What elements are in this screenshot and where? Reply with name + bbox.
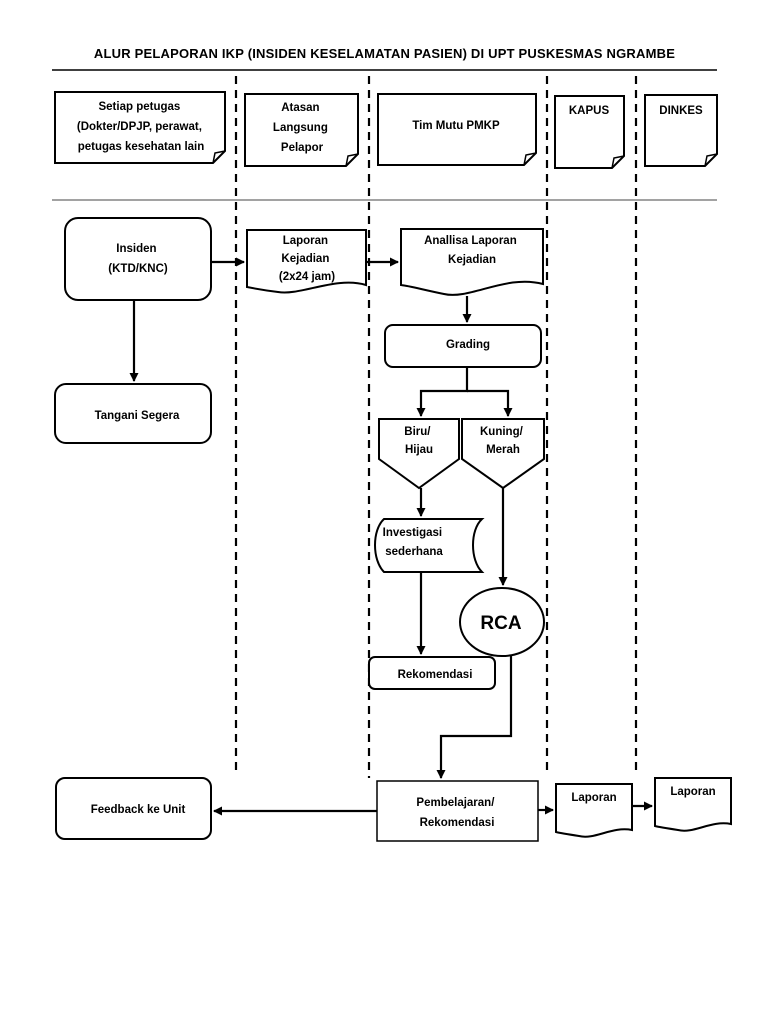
lane-petugas-line-1: Setiap petugas <box>98 101 180 113</box>
node-rekomendasi: Rekomendasi <box>368 656 496 690</box>
lane-header-dinkes: DINKES <box>644 94 718 167</box>
node-analisa-laporan: Anallisa Laporan Kejadian <box>400 228 544 296</box>
lane-atasan-line-1: Atasan <box>281 102 319 114</box>
svg-text:KAPUS: KAPUS <box>569 105 610 117</box>
laporan-dinkes-label: Laporan <box>670 786 715 798</box>
insiden-line-2: (KTD/KNC) <box>108 263 168 275</box>
svg-text:Anallisa Laporan Kejadia: Anallisa Laporan Kejadian <box>424 235 520 266</box>
lane-header-tim-mutu: Tim Mutu PMKP <box>377 93 537 166</box>
node-biru-hijau: Biru/ Hijau <box>378 418 460 490</box>
node-laporan-kapus: Laporan <box>555 783 633 838</box>
tangani-label: Tangani Segera <box>95 410 180 422</box>
svg-text:DINKES: DINKES <box>659 105 703 117</box>
svg-text:Investigasi sederhana: Investigasi sederhana <box>383 527 446 558</box>
node-laporan-dinkes: Laporan <box>654 777 732 832</box>
connector-grading-to-kuning <box>467 389 513 417</box>
svg-text:Laporan Kejadian (: Laporan Kejadian (2x24 jam) <box>279 235 335 283</box>
pembelajaran-line-1: Pembelajaran/ <box>416 797 495 809</box>
lane-petugas-line-2: (Dokter/DPJP, perawat, <box>77 121 202 133</box>
svg-text:Biru/ Hijau: Biru/ Hijau <box>404 426 433 456</box>
laporan-kejadian-line-3: (2x24 jam) <box>279 271 335 283</box>
investigasi-line-2: sederhana <box>385 546 443 558</box>
node-insiden: Insiden (KTD/KNC) <box>64 217 212 301</box>
connector-rca-to-pembelajaran <box>436 656 513 779</box>
biru-hijau-line-1: Biru/ <box>404 426 431 438</box>
lane-atasan-line-2: Langsung <box>273 122 328 134</box>
analisa-line-1: Anallisa Laporan <box>424 235 517 247</box>
laporan-kejadian-line-2: Kejadian <box>281 253 329 265</box>
lane-petugas-line-3: petugas kesehatan lain <box>78 141 205 153</box>
insiden-line-1: Insiden <box>116 243 156 255</box>
lane-header-atasan: Atasan Langsung Pelapor <box>244 93 359 167</box>
lane-header-petugas: Setiap petugas (Dokter/DPJP, perawat, pe… <box>54 91 226 164</box>
rekomendasi-label: Rekomendasi <box>398 669 473 681</box>
svg-text:Setiap petugas (Dokter/D: Setiap petugas (Dokter/DPJP, perawat, pe… <box>77 101 205 153</box>
node-tangani-segera: Tangani Segera <box>54 383 212 444</box>
grading-label: Grading <box>446 339 490 351</box>
pembelajaran-line-2: Rekomendasi <box>420 817 495 829</box>
svg-text:Kuning/ Merah: Kuning/ Merah <box>480 426 526 456</box>
node-laporan-kejadian: Laporan Kejadian (2x24 jam) <box>246 229 367 294</box>
lane-kapus-label: KAPUS <box>569 105 610 117</box>
feedback-label: Feedback ke Unit <box>91 804 186 816</box>
investigasi-line-1: Investigasi <box>383 527 442 539</box>
page-title: ALUR PELAPORAN IKP (INSIDEN KESELAMATAN … <box>93 46 676 61</box>
node-pembelajaran: Pembelajaran/ Rekomendasi <box>376 780 539 842</box>
laporan-kejadian-line-1: Laporan <box>283 235 328 247</box>
node-rca: RCA <box>459 587 545 657</box>
analisa-line-2: Kejadian <box>448 254 496 266</box>
lane-tim-mutu-label: Tim Mutu PMKP <box>412 120 500 132</box>
rca-label: RCA <box>480 613 521 634</box>
connector-grading-split <box>416 367 469 417</box>
node-grading: Grading <box>384 324 542 368</box>
kuning-merah-line-1: Kuning/ <box>480 426 524 438</box>
kuning-merah-line-2: Merah <box>486 444 520 456</box>
lane-header-kapus: KAPUS <box>554 95 625 169</box>
node-feedback: Feedback ke Unit <box>55 777 212 840</box>
node-investigasi: Investigasi sederhana <box>374 518 485 573</box>
svg-text:Pembelajaran/ Rekomendas: Pembelajaran/ Rekomendasi <box>416 797 497 829</box>
lane-atasan-line-3: Pelapor <box>281 142 324 154</box>
laporan-kapus-label: Laporan <box>571 792 616 804</box>
biru-hijau-line-2: Hijau <box>405 444 433 456</box>
node-kuning-merah: Kuning/ Merah <box>461 418 545 490</box>
svg-text:Insiden (KTD/KNC): Insiden (KTD/KNC) <box>108 243 168 275</box>
lane-dinkes-label: DINKES <box>659 105 703 117</box>
svg-text:Atasan Langsung Pe: Atasan Langsung Pelapor <box>273 102 331 154</box>
svg-text:Tim Mutu PMKP: Tim Mutu PMKP <box>412 120 500 132</box>
